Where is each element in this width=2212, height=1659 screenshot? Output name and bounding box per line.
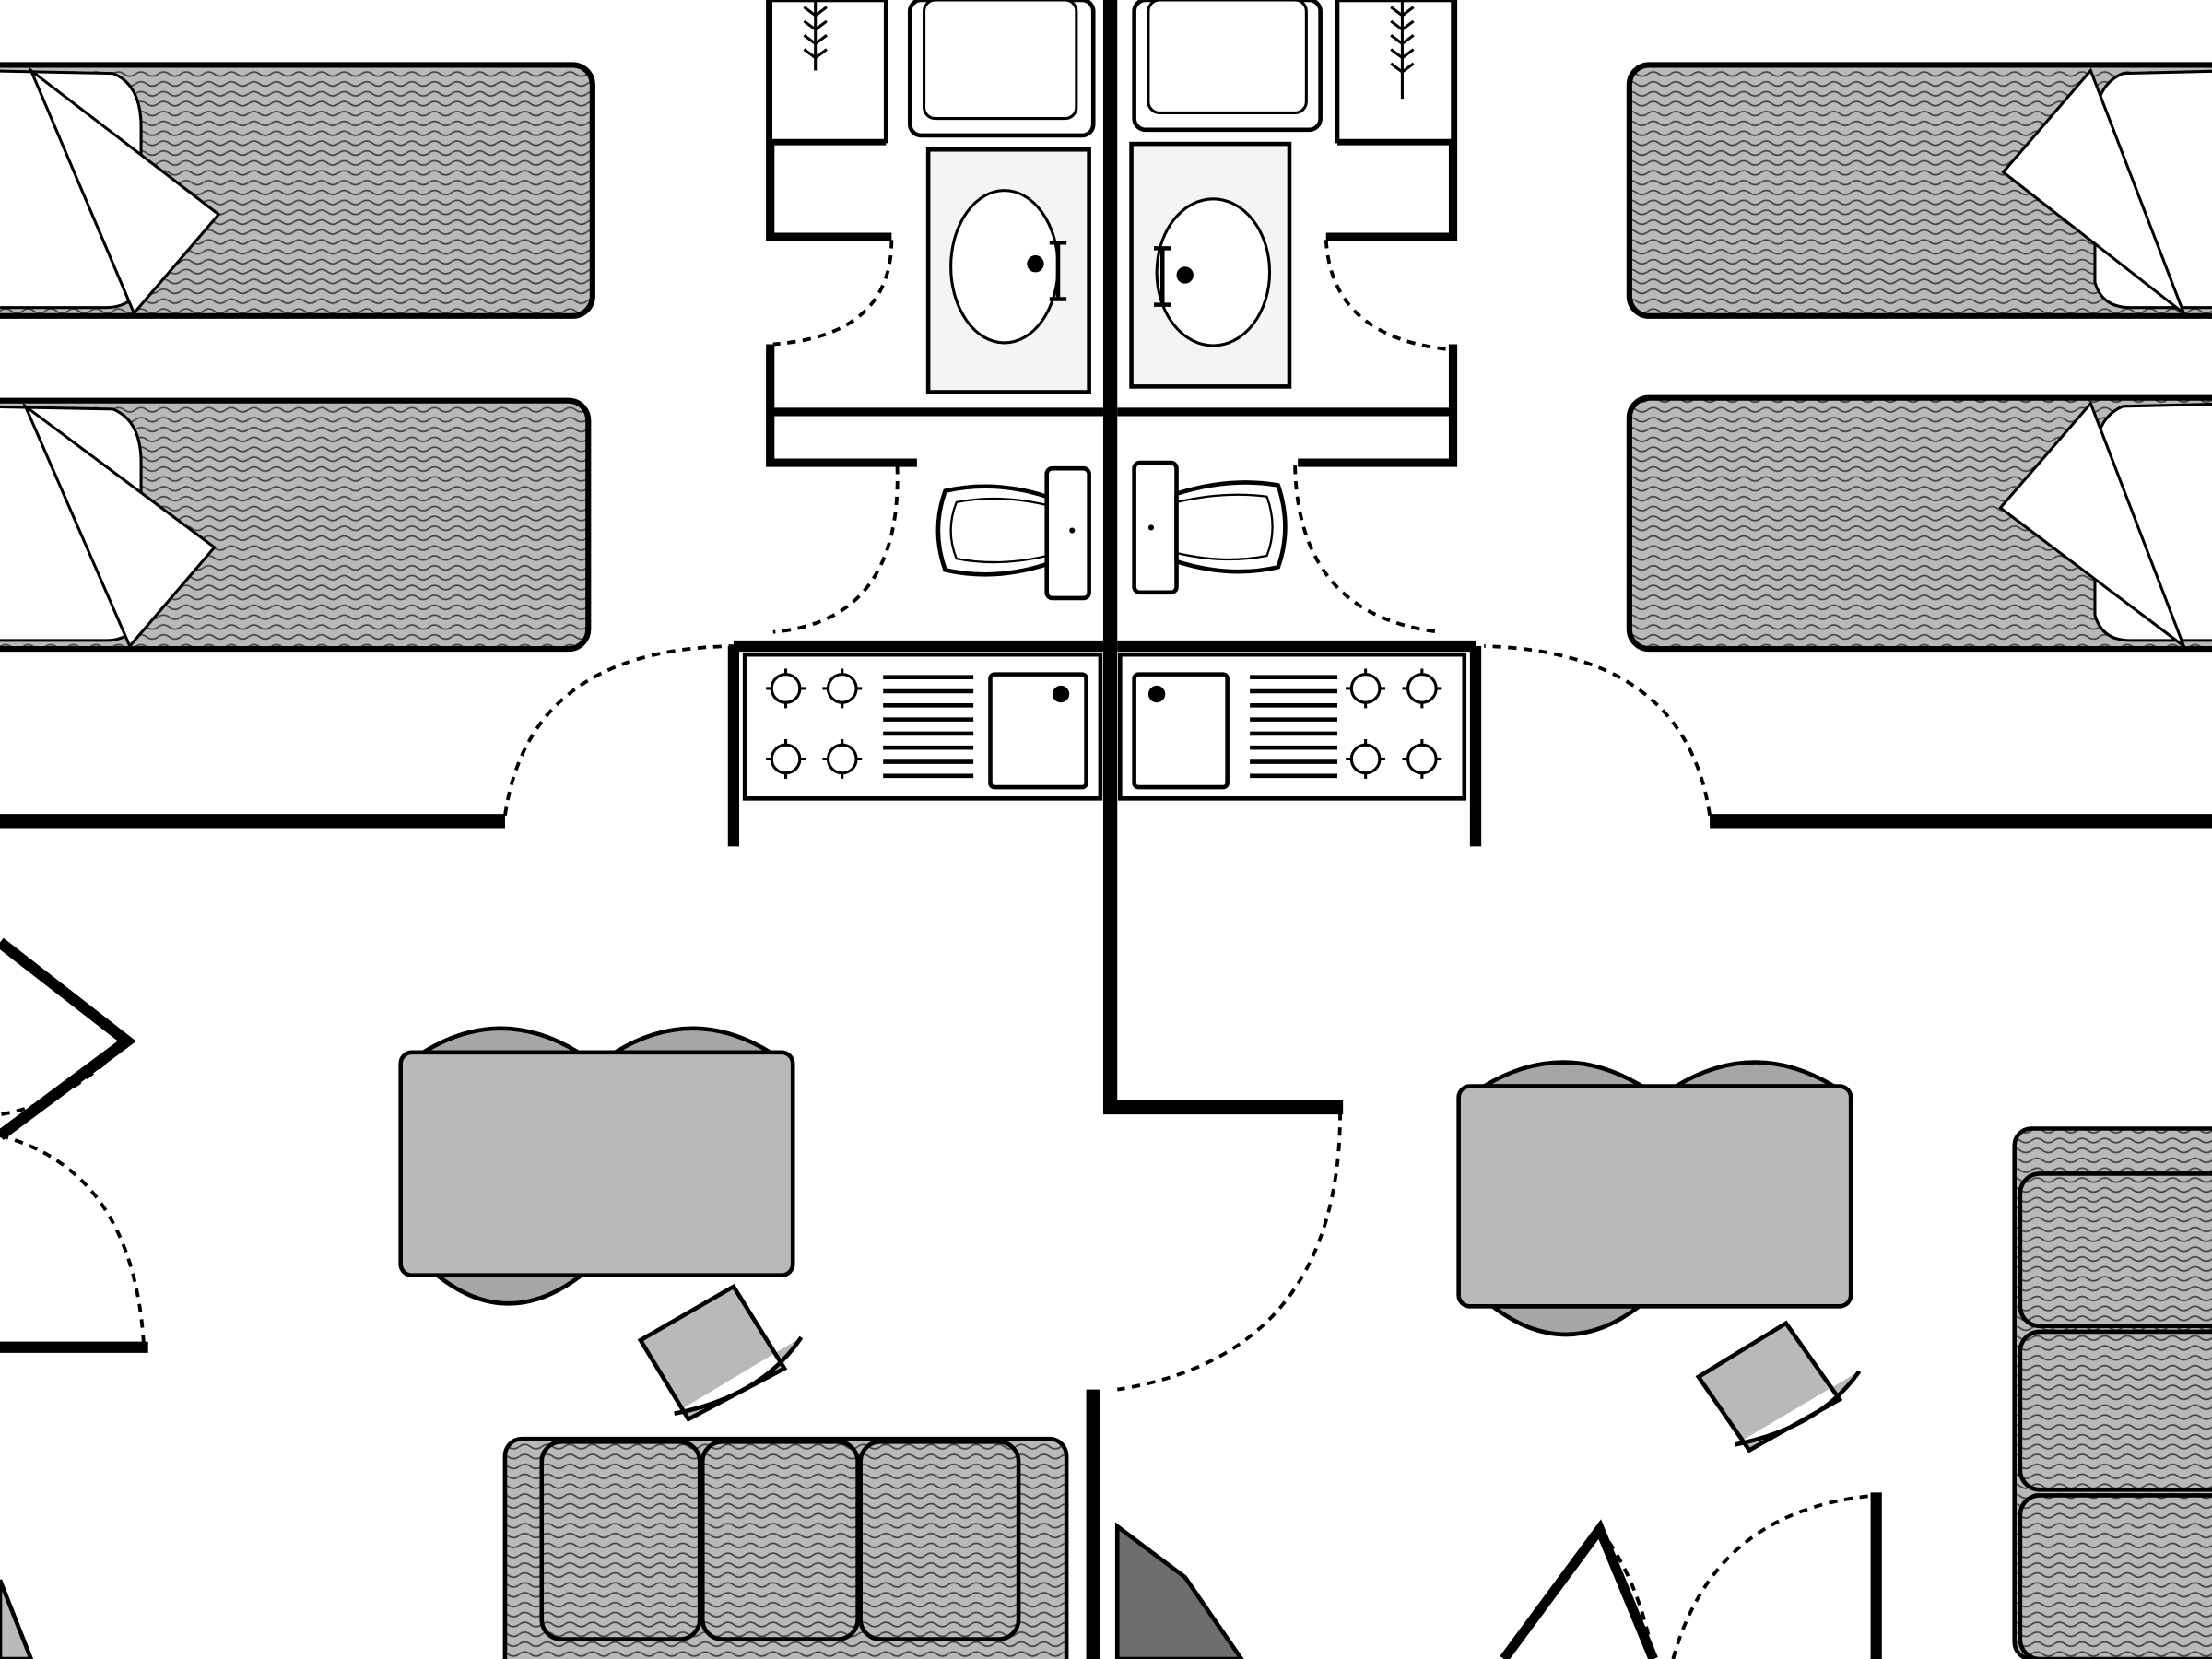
entry-door-left bbox=[0, 937, 148, 1353]
drainer-left-icon bbox=[883, 675, 974, 779]
dining-table-left bbox=[398, 1050, 795, 1277]
door-arc-bedroom-left bbox=[503, 644, 734, 816]
door-arc-bedroom-right bbox=[1484, 644, 1712, 816]
toilet-right bbox=[1132, 460, 1288, 595]
door-arc-toilet-right bbox=[1293, 465, 1440, 634]
drainer-right-icon bbox=[1250, 675, 1338, 779]
kitchen-right bbox=[1117, 640, 1482, 847]
entry-door-right bbox=[1500, 1492, 1882, 1659]
armchair-left bbox=[637, 1283, 804, 1422]
bedroom-left bbox=[0, 62, 595, 829]
sofa-left bbox=[502, 1436, 1069, 1659]
dining-set-left bbox=[398, 1026, 804, 1422]
towel-rack-right-icon bbox=[1335, 0, 1455, 144]
armchair-corner-right bbox=[1114, 1522, 1244, 1659]
washbasin-left bbox=[925, 147, 1091, 394]
bathtub-left bbox=[907, 0, 1096, 138]
door-arc-living-right bbox=[1116, 1112, 1342, 1392]
living-right bbox=[1086, 1060, 2212, 1659]
bed-right-bottom bbox=[1626, 394, 2212, 653]
dining-set-right bbox=[1456, 1060, 1862, 1453]
bathroom-right bbox=[1117, 0, 1458, 634]
armchair-right bbox=[1695, 1320, 1862, 1453]
armchair-corner-left bbox=[0, 1579, 34, 1659]
door-arc-toilet-left bbox=[772, 465, 900, 634]
dining-table-right bbox=[1456, 1084, 1853, 1309]
washbasin-right bbox=[1129, 141, 1292, 389]
kitchen-right-wall bbox=[1117, 640, 1482, 847]
party-wall bbox=[1102, 0, 1344, 1115]
kitchen-left-wall bbox=[727, 640, 1103, 847]
kitchen-left bbox=[727, 640, 1103, 847]
bed-right-top bbox=[1626, 62, 2212, 319]
bed-left-top bbox=[0, 62, 595, 319]
toilet-left bbox=[935, 465, 1091, 601]
bed-left-bottom bbox=[0, 397, 592, 653]
towel-rack-left-icon bbox=[768, 0, 888, 144]
sink-left bbox=[988, 672, 1088, 790]
door-arc-bathroom-left bbox=[772, 240, 894, 347]
living-left bbox=[0, 937, 1069, 1659]
bedroom-right bbox=[1626, 62, 2212, 829]
sofa-right bbox=[2012, 1126, 2212, 1659]
bathtub-right bbox=[1132, 0, 1323, 133]
sink-right bbox=[1132, 672, 1230, 790]
door-arc-bathroom-right bbox=[1324, 240, 1453, 352]
bathroom-left bbox=[766, 0, 1103, 634]
